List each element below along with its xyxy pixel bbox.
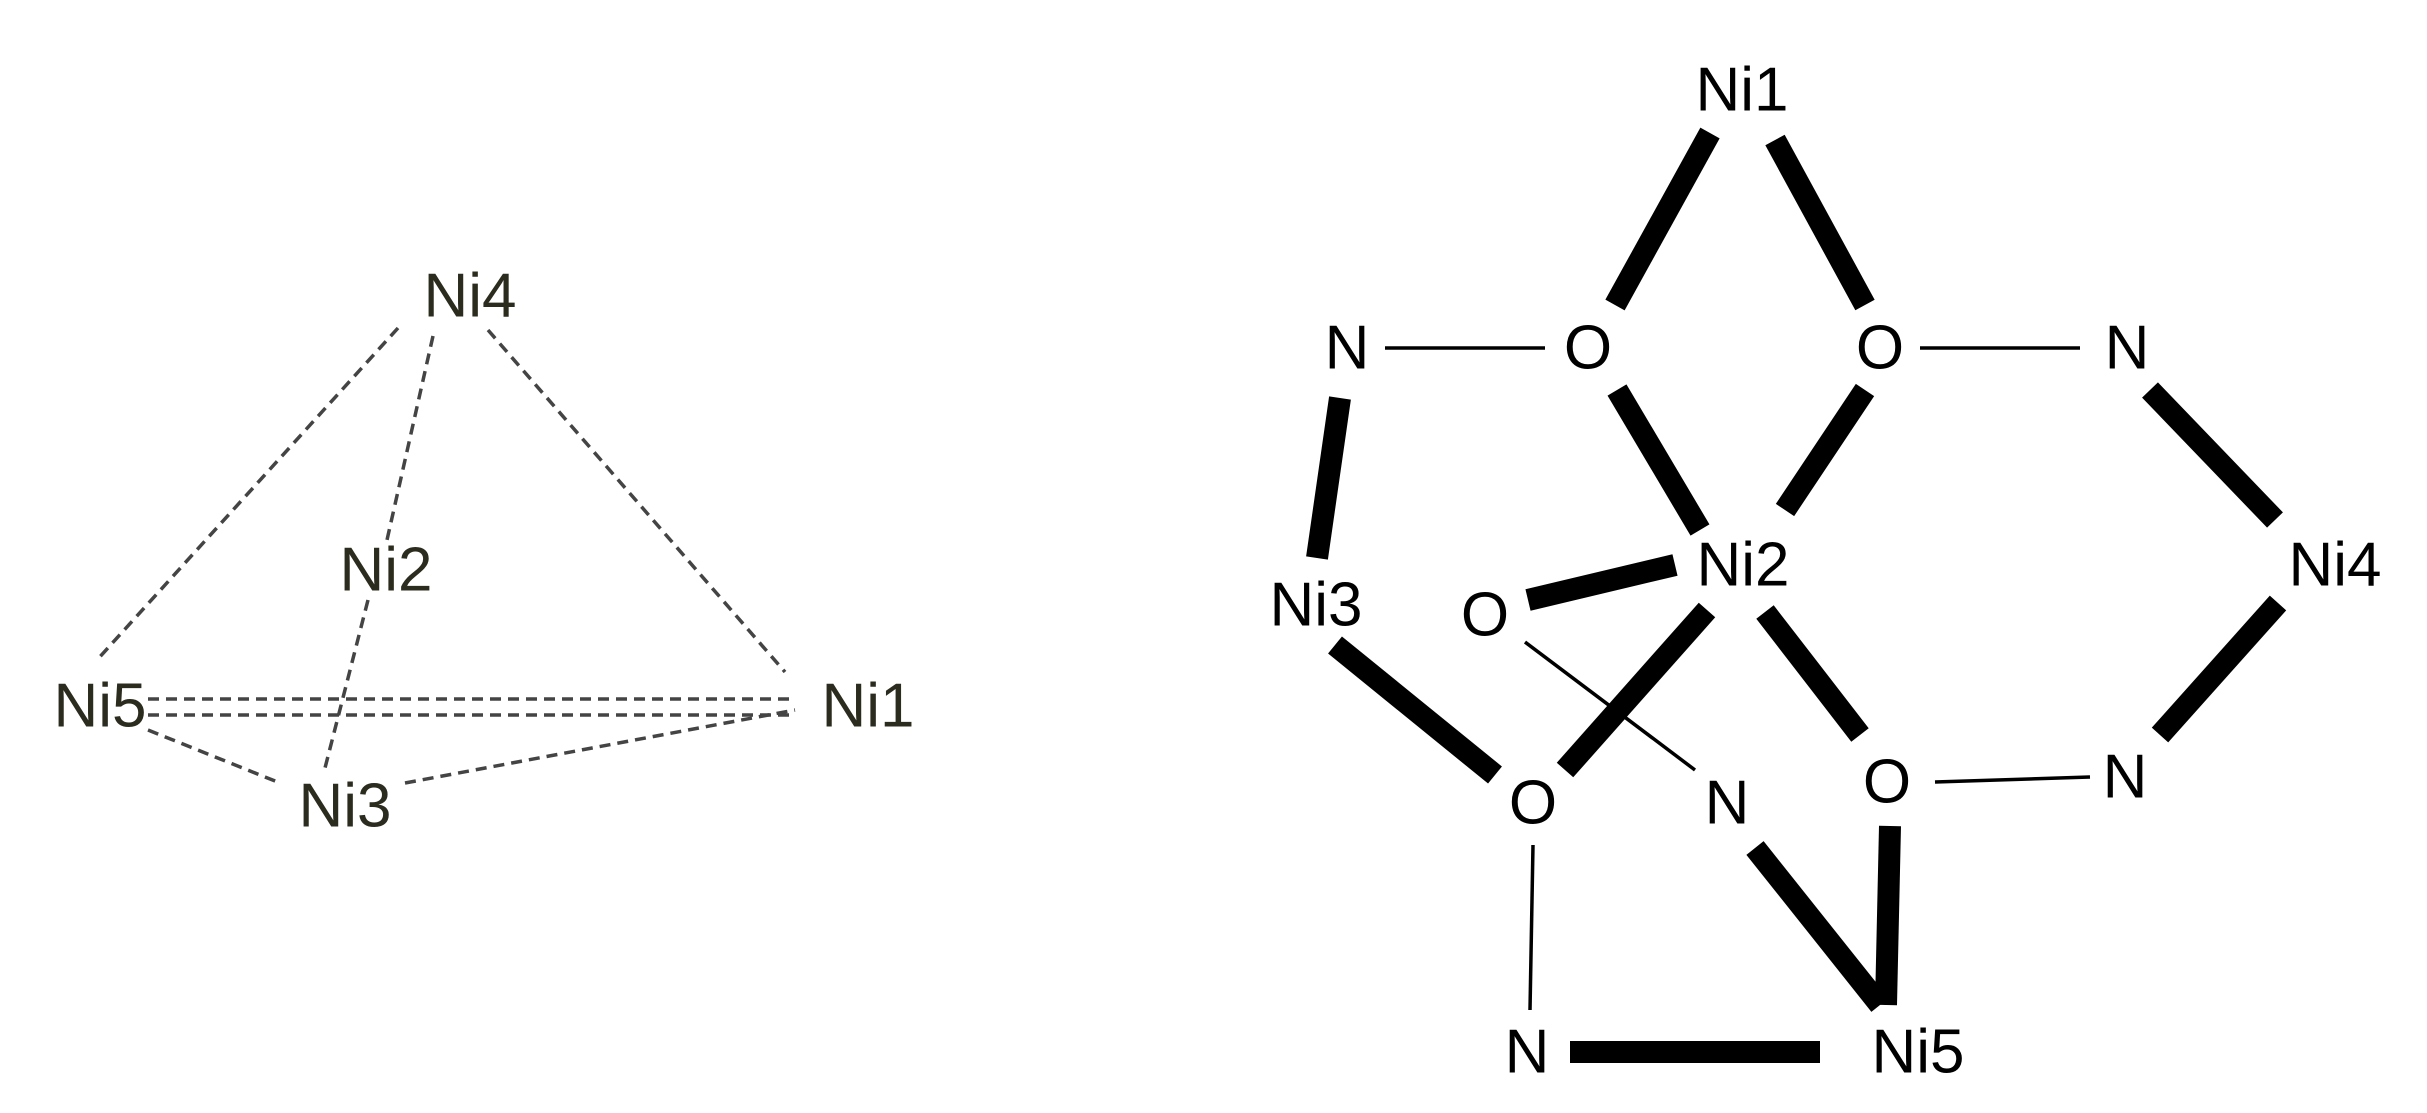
atom-label-ni2: Ni2 [339,536,432,605]
atom-label-o-top-right: O [1856,314,1904,383]
bond-ni2-o-ll [1556,602,1716,778]
atom-label-o-top-left: O [1564,314,1612,383]
atom-label-n-top-left: N [1325,314,1370,383]
bond-ni1-o-tl [1605,127,1720,311]
atom-label-o-lower-right: O [1863,748,1911,817]
atom-label-n-top-right: N [2105,314,2150,383]
bond-ni4-n-rl [2151,595,2287,743]
atom-label-ni4: Ni4 [423,262,516,331]
bond-ni4-ni1 [486,328,787,674]
atom-label-o-lower-left: O [1509,769,1557,838]
bond-n-center-ni5 [1746,841,1889,1012]
bond-n-tr-ni4 [2142,382,2283,528]
atom-label-ni3: Ni3 [298,772,391,841]
bond-ni2-ni3 [323,599,370,769]
atom-label-ni5: Ni5 [1871,1018,1964,1087]
bond-o-lr-ni5 [1875,825,1901,1006]
atom-label-n-right-lower: N [2103,743,2148,812]
right-diagram: Ni1 N O O N Ni2 Ni3 Ni4 O O N O N N Ni5 [1269,56,2381,1087]
atom-label-ni1: Ni1 [821,672,914,741]
atom-label-ni2: Ni2 [1696,531,1789,600]
atom-label-ni1: Ni1 [1695,56,1788,125]
bond-ni4-ni5 [95,326,400,662]
bond-ni4-ni2 [385,335,435,541]
bond-ni2-o-lr [1756,605,1869,742]
bond-ni2-o-mid [1525,554,1678,611]
atom-label-o-mid: O [1461,581,1509,650]
atom-label-n-center: N [1705,769,1750,838]
atom-label-n-bottom: N [1505,1018,1550,1087]
bond-ni3-ni1 [404,708,796,785]
left-diagram: Ni4 Ni2 Ni5 Ni1 Ni3 [53,262,914,841]
atom-label-ni4: Ni4 [2288,531,2381,600]
bond-o-ll-n-bottom [1528,844,1535,1011]
atom-label-ni3: Ni3 [1269,571,1362,640]
atom-label-ni5: Ni5 [53,672,146,741]
bond-o-lr-n-rl [1934,775,2091,784]
bond-n-tl-ni3 [1306,396,1351,560]
bond-o-tl-ni2 [1607,384,1710,536]
bond-o-tr-ni2 [1775,383,1875,517]
bond-ni3-o-ll [1328,636,1502,784]
bond-ni5-ni3 [147,728,281,785]
bond-ni1-o-tr [1765,134,1875,311]
